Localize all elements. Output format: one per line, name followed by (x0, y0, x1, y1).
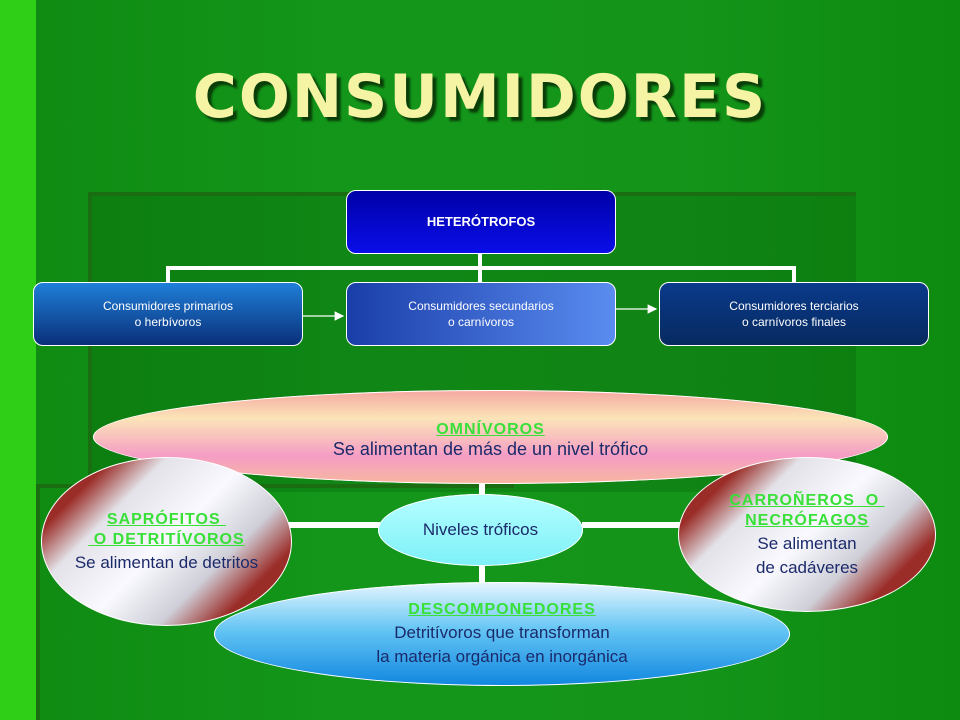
page-title: CONSUMIDORES (192, 62, 768, 132)
carroneros-heading-line2[interactable]: NECRÓFAGOS (745, 511, 869, 529)
consumidores-terciarios-box: Consumidores terciarios o carnívoros fin… (659, 282, 929, 346)
saprofitos-ellipse: SAPRÓFITOS O DETRITÍVOROS Se alimentan d… (41, 457, 292, 626)
connector-line (478, 252, 482, 268)
niveles-troficos-label: Niveles tróficos (422, 520, 539, 539)
consumidores-primarios-line1: Consumidores primarios (102, 299, 234, 313)
cycle-connector-left (288, 522, 380, 528)
consumidores-secundarios-line1: Consumidores secundarios (408, 299, 554, 313)
heterotrofos-label: HETERÓTROFOS (426, 214, 536, 229)
saprofitos-text: Se alimentan de detritos (74, 552, 259, 572)
descomponedores-text-line1: Detritívoros que transforman (394, 623, 610, 642)
omnivoros-text: Se alimentan de más de un nivel trófico (332, 438, 649, 459)
consumidores-primarios-box: Consumidores primarios o herbívoros (33, 282, 303, 346)
consumidores-terciarios-line1: Consumidores terciarios (729, 299, 859, 313)
carroneros-heading-line1[interactable]: CARROÑEROS O (729, 491, 885, 509)
background-line (36, 484, 514, 488)
consumidores-terciarios-line2: o carnívoros finales (741, 315, 847, 329)
consumidores-secundarios-line2: o carnívoros (447, 315, 515, 329)
descomponedores-ellipse: DESCOMPONEDORES Detritívoros que transfo… (214, 582, 790, 686)
saprofitos-heading-line2[interactable]: O DETRITÍVOROS (88, 530, 245, 548)
carroneros-text-line1: Se alimentan (757, 533, 857, 553)
descomponedores-heading[interactable]: DESCOMPONEDORES (408, 601, 596, 618)
saprofitos-heading-line1[interactable]: SAPRÓFITOS (106, 510, 227, 528)
carroneros-text-line2: de cadáveres (755, 557, 859, 577)
niveles-troficos-ellipse: Niveles tróficos (378, 494, 583, 566)
omnivoros-heading[interactable]: OMNÍVOROS (436, 420, 545, 438)
consumidores-secundarios-box: Consumidores secundarios o carnívoros (346, 282, 616, 346)
left-accent-strip (0, 0, 36, 720)
connector-line (166, 266, 170, 282)
connector-line (792, 266, 796, 282)
cycle-connector-right (582, 522, 680, 528)
consumidores-primarios-line2: o herbívoros (134, 315, 202, 329)
carroneros-ellipse: CARROÑEROS O NECRÓFAGOS Se alimentan de … (678, 457, 936, 612)
heterotrofos-box: HETERÓTROFOS (346, 190, 616, 254)
background-line (36, 484, 40, 720)
descomponedores-text-line2: la materia orgánica en inorgánica (376, 647, 628, 666)
connector-line (478, 266, 482, 282)
cycle-connector-bottom (479, 564, 485, 584)
